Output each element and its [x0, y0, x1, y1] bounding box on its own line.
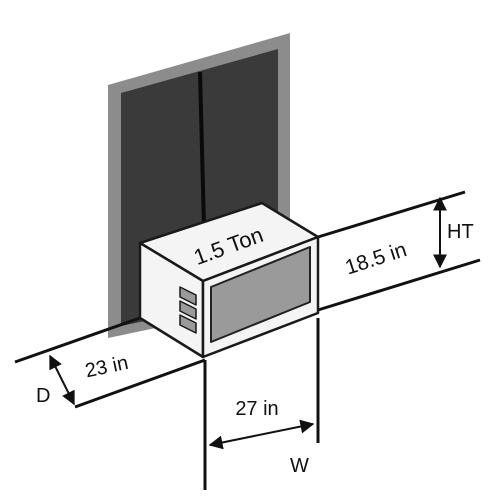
height-value-label: 18.5 in	[342, 238, 409, 279]
depth-arrow	[49, 354, 75, 406]
sill-line-right-upper	[317, 190, 466, 239]
width-value-label: 27 in	[235, 398, 278, 420]
width-arrow	[208, 419, 315, 450]
width-axis-label: W	[290, 455, 309, 477]
ac-vent-2	[179, 300, 197, 320]
sill-line-right-lower	[317, 258, 481, 312]
dimension-arrows	[49, 196, 447, 450]
ac-front-panel	[210, 246, 311, 343]
height-axis-label: HT	[447, 221, 474, 243]
depth-value-label: 23 in	[83, 352, 130, 383]
ac-unit	[138, 201, 320, 359]
sill-line-front	[14, 316, 141, 364]
ac-vent-1	[179, 286, 197, 306]
ac-vent-3	[179, 314, 197, 334]
sill-line-back	[74, 358, 206, 409]
sill-lines	[14, 190, 481, 490]
depth-axis-label: D	[36, 385, 50, 407]
